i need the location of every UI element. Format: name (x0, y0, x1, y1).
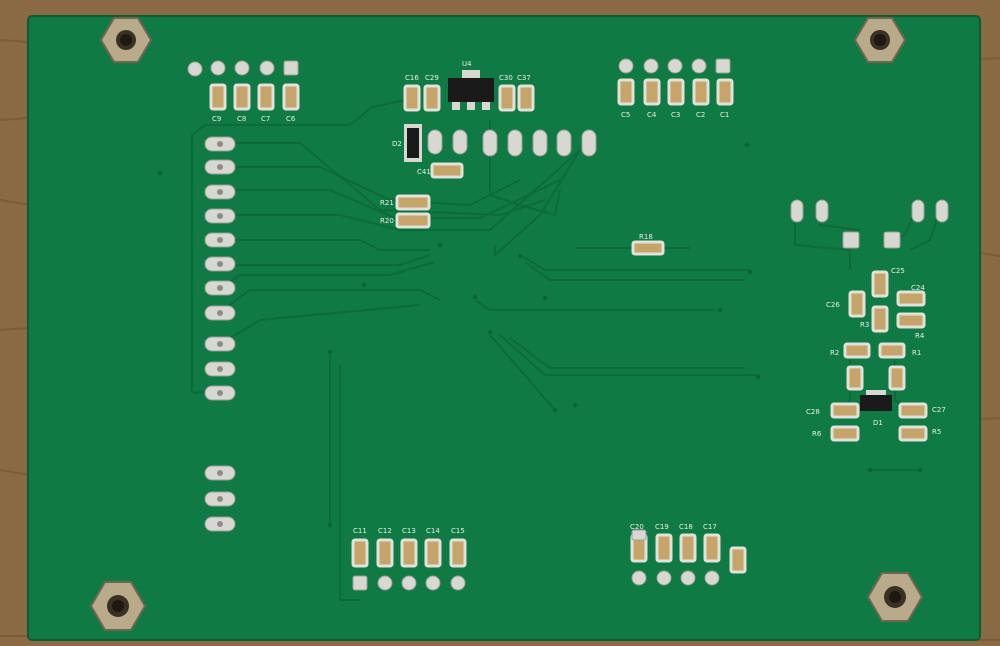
tht-pins-top-right (618, 58, 731, 74)
label-c18: C18 (679, 523, 693, 531)
label-c14: C14 (426, 527, 440, 535)
label-c7: C7 (261, 115, 270, 123)
label-c19: C19 (655, 523, 669, 531)
ic-u4 (448, 70, 494, 110)
label-c26: C26 (826, 301, 840, 309)
label-c6: C6 (286, 115, 296, 123)
label-c9: C9 (212, 115, 221, 123)
label-c2: C2 (696, 111, 705, 119)
label-c30: C30 (499, 74, 513, 82)
label-r4: R4 (915, 332, 925, 340)
label-d1: D1 (873, 419, 883, 427)
label-d2: D2 (392, 140, 402, 148)
tht-pins-right (790, 199, 949, 249)
pcb-board (27, 15, 981, 641)
hex-standoff-icon (89, 17, 924, 631)
label-r6: R6 (812, 430, 822, 438)
label-c3: C3 (671, 111, 680, 119)
label-c28: C28 (806, 408, 820, 416)
label-r3: R3 (860, 321, 869, 329)
label-c15: C15 (451, 527, 465, 535)
label-r5: R5 (932, 428, 941, 436)
label-c1: C1 (720, 111, 729, 119)
tht-pins-middle (427, 129, 597, 157)
label-c25: C25 (891, 267, 905, 275)
label-c16: C16 (405, 74, 419, 82)
header-holes-left (217, 141, 223, 527)
label-c37: C37 (517, 74, 531, 82)
label-r18: R18 (639, 233, 653, 241)
traces (191, 99, 941, 601)
label-c20: C20 (630, 523, 644, 531)
diode-d2 (404, 124, 422, 162)
label-c11: C11 (353, 527, 367, 535)
label-c8: C8 (237, 115, 246, 123)
label-c12: C12 (378, 527, 392, 535)
tht-pins-top-left (187, 60, 299, 77)
label-r1: R1 (912, 349, 921, 357)
label-c4: C4 (647, 111, 657, 119)
label-c27: C27 (932, 406, 946, 414)
label-r21: R21 (380, 199, 394, 207)
label-r20: R20 (380, 217, 394, 225)
label-c13: C13 (402, 527, 416, 535)
label-r2: R2 (830, 349, 839, 357)
label-c24: C24 (911, 284, 925, 292)
label-c41: C41 (417, 168, 431, 176)
label-c5: C5 (621, 111, 630, 119)
silkscreen: U4 C16 C29 C30 C37 C9 C8 C7 C6 C5 C4 C3 … (212, 60, 946, 535)
diode-d1 (860, 390, 892, 411)
label-c17: C17 (703, 523, 717, 531)
tht-pins-bottom (352, 529, 720, 591)
label-u4: U4 (462, 60, 472, 68)
vias (157, 142, 923, 528)
label-c29: C29 (425, 74, 439, 82)
